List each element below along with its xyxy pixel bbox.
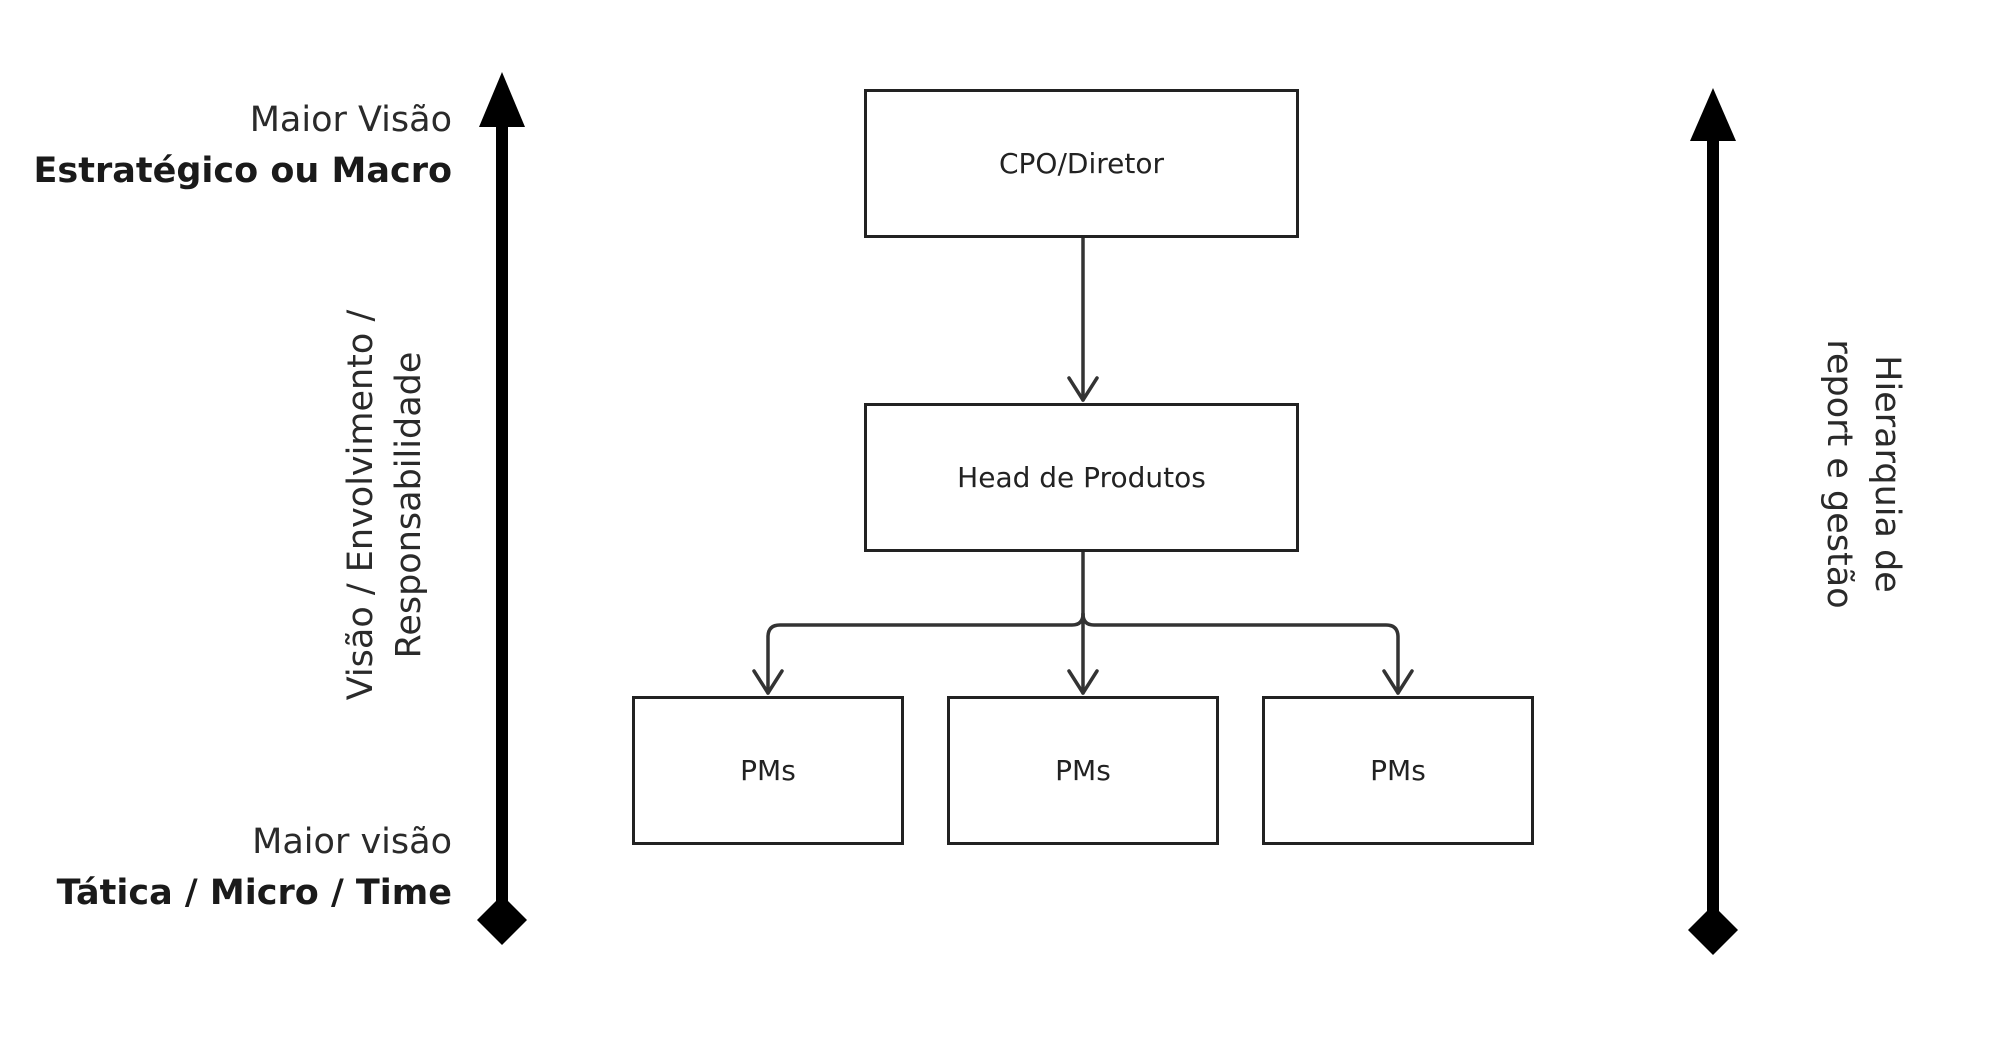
node-head-de-produtos-label: Head de Produtos [957, 461, 1206, 494]
left-axis-side-label-line1: Visão / Envolvimento / [341, 309, 381, 701]
left-axis-arrowhead [479, 72, 525, 127]
right-axis-arrowhead [1690, 88, 1736, 141]
left-axis [477, 72, 527, 945]
right-axis-side-label: Hierarquia de report e gestão [1815, 339, 1911, 608]
node-cpo-diretor-label: CPO/Diretor [999, 147, 1164, 180]
node-head-de-produtos: Head de Produtos [864, 403, 1299, 552]
left-axis-top-label: Maior Visão [249, 100, 452, 140]
node-pms-2: PMs [947, 696, 1219, 845]
right-axis-diamond [1688, 905, 1738, 955]
node-pms-1-label: PMs [740, 754, 796, 787]
connector-cpo-head [1067, 236, 1099, 402]
left-axis-side-label-line2: Responsabilidade [389, 351, 429, 659]
left-axis-top-sublabel: Estratégico ou Macro [33, 151, 453, 191]
node-pms-1: PMs [632, 696, 904, 845]
left-axis-side-label: Visão / Envolvimento / Responsabilidade [337, 310, 433, 701]
right-axis [1688, 88, 1738, 955]
left-axis-bottom-sublabel: Tática / Micro / Time [56, 873, 452, 913]
left-axis-diamond [477, 895, 527, 945]
node-pms-3: PMs [1262, 696, 1534, 845]
connector-head-pms [752, 550, 1414, 695]
node-pms-2-label: PMs [1055, 754, 1111, 787]
left-axis-bottom-label: Maior visão [252, 822, 452, 862]
right-axis-side-label-line2: report e gestão [1819, 339, 1859, 609]
node-pms-3-label: PMs [1370, 754, 1426, 787]
node-cpo-diretor: CPO/Diretor [864, 89, 1299, 238]
right-axis-side-label-line1: Hierarquia de [1867, 355, 1907, 593]
